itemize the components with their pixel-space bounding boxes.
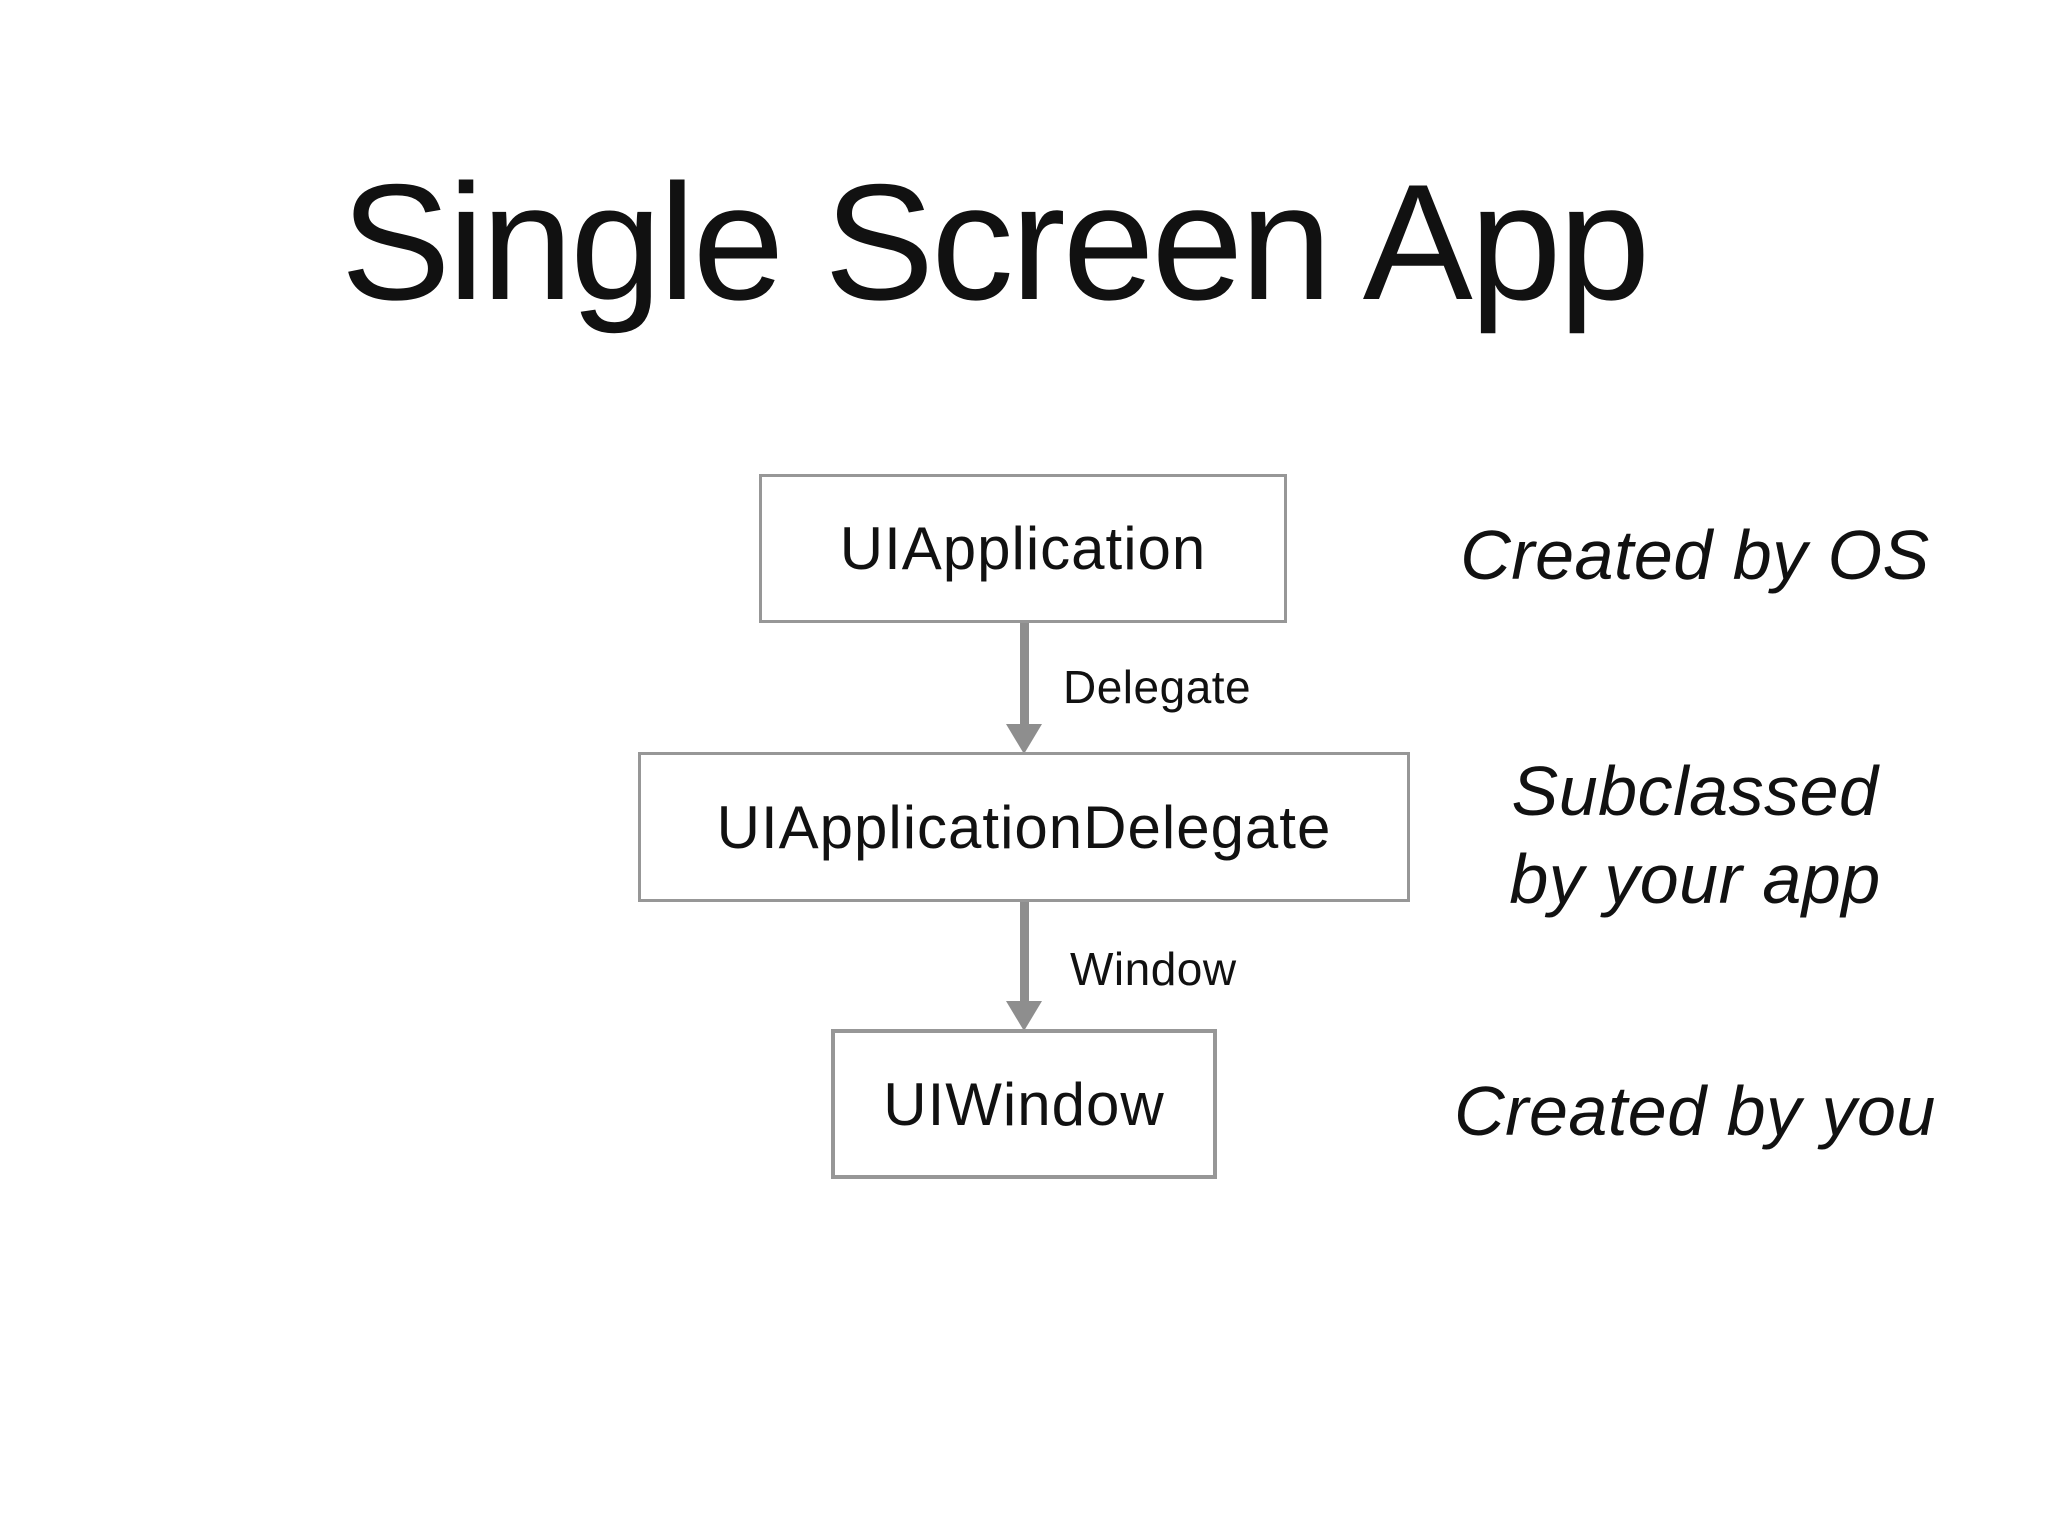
node-uiwindow-label: UIWindow: [883, 1070, 1165, 1138]
node-uiapplication-label: UIApplication: [839, 515, 1207, 582]
node-uiapplication: UIApplication: [759, 474, 1287, 623]
node-uiapplicationdelegate: UIApplicationDelegate: [638, 752, 1410, 902]
node-uiapplicationdelegate-label: UIApplicationDelegate: [716, 793, 1332, 861]
edge-label-window: Window: [1070, 943, 1237, 995]
arrow-window-stem: [1020, 902, 1029, 1002]
arrow-window-head-icon: [1006, 1001, 1042, 1031]
annotation-created-by-os: Created by OS: [1460, 516, 1930, 594]
annotation-created-by-you: Created by you: [1454, 1072, 1936, 1150]
slide-title: Single Screen App: [340, 150, 1651, 334]
annotation-subclassed-by-your-app: Subclassed by your app: [1509, 752, 1881, 918]
edge-label-delegate: Delegate: [1063, 661, 1252, 713]
arrow-delegate-stem: [1020, 623, 1029, 725]
arrow-delegate-head-icon: [1006, 724, 1042, 754]
node-uiwindow: UIWindow: [831, 1029, 1217, 1179]
